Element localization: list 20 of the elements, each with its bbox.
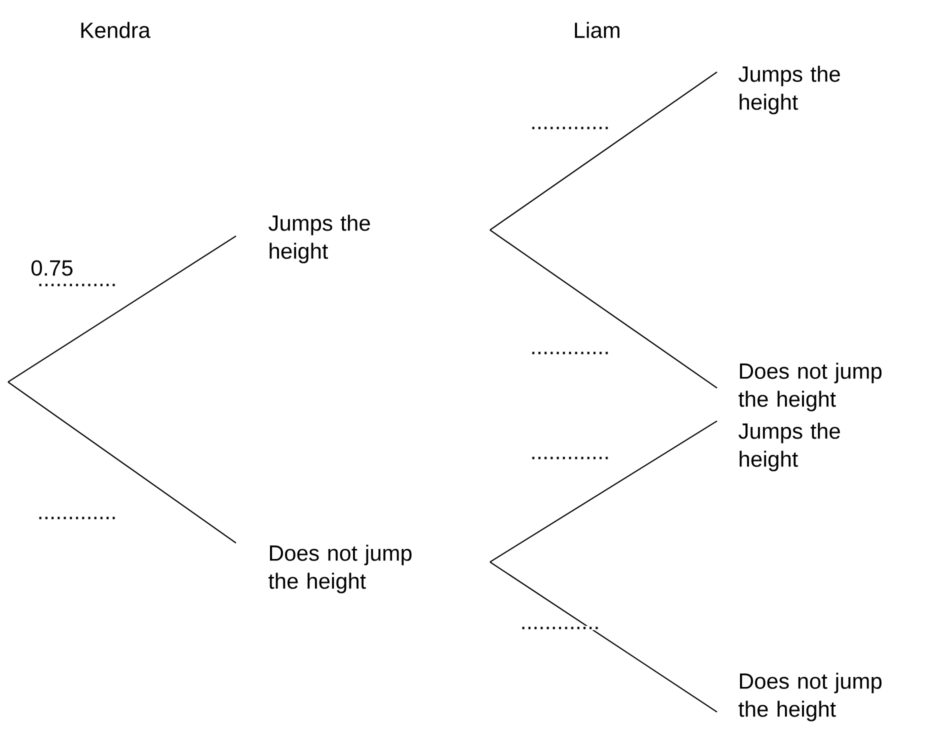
answer-line: ............. [529, 126, 611, 130]
branch-label: Does not jump the height [738, 362, 882, 412]
answer-line: ............. [529, 456, 611, 460]
branch-label: Does not jump the height [268, 544, 412, 594]
branch-line [490, 230, 718, 388]
branch-line [8, 236, 236, 382]
probability-value: 0.75 [31, 260, 72, 276]
branch-line [490, 420, 718, 562]
branch-label: Jumps the height [268, 214, 370, 264]
answer-line: ............. [36, 516, 118, 520]
branch-label: Does not jump the height [738, 672, 882, 722]
branch-label: Jumps the height [738, 66, 840, 114]
branch-line [490, 72, 718, 230]
branch-label: Jumps the height [738, 422, 840, 472]
branch-line [490, 562, 718, 712]
branch-line [8, 382, 236, 544]
column-heading: Kendra [81, 22, 150, 38]
answer-line: ............. [529, 350, 611, 356]
answer-line: ............. [36, 282, 118, 288]
column-heading: Liam [574, 22, 620, 38]
